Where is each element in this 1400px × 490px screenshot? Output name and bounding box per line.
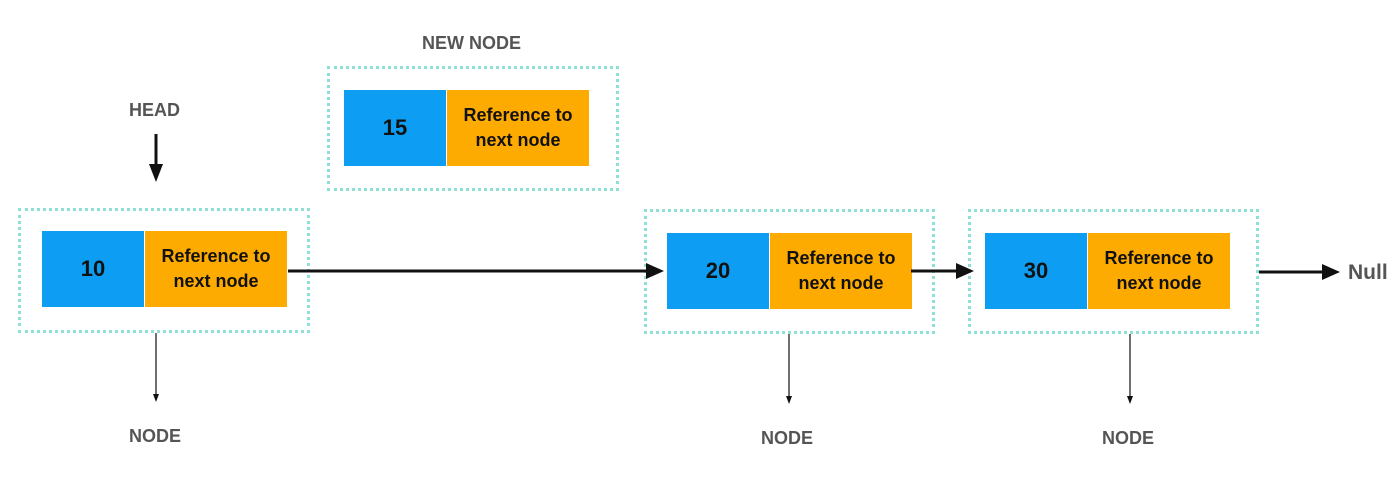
node-value: 20 — [667, 233, 769, 309]
node-label-20: NODE — [761, 428, 814, 448]
node-pointer-arrow-30 — [1127, 334, 1133, 404]
node-label-30: NODE — [1102, 428, 1155, 448]
node-pointer-arrow-20 — [786, 334, 792, 404]
new-node-label: NEW NODE — [422, 33, 521, 53]
node-label-10: NODE — [129, 426, 182, 446]
node-reference-text: Reference to next node — [786, 248, 896, 293]
node-pointer-arrow-10 — [153, 333, 159, 402]
null-label: Null — [1348, 261, 1388, 284]
node-reference-text: Reference to next node — [463, 105, 573, 150]
list-node-10: 10 Reference to next node — [42, 231, 287, 307]
node-value: 10 — [42, 231, 144, 307]
list-node-30: 30 Reference to next node — [985, 233, 1230, 309]
head-arrow — [149, 134, 163, 182]
node-reference: Reference to next node — [769, 233, 912, 309]
node-reference: Reference to next node — [1087, 233, 1230, 309]
head-label: HEAD — [129, 100, 181, 120]
node-reference-text: Reference to next node — [161, 246, 271, 291]
node-reference-text: Reference to next node — [1104, 248, 1214, 293]
new-node-frame — [327, 66, 619, 191]
node-value: 30 — [985, 233, 1087, 309]
next-arrow-30-to-null — [1259, 264, 1340, 280]
next-arrow-10-to-20 — [288, 263, 664, 279]
list-node-20: 20 Reference to next node — [667, 233, 912, 309]
new-node: 15 Reference to next node — [344, 90, 589, 166]
node-reference: Reference to next node — [446, 90, 589, 166]
node-value: 15 — [344, 90, 446, 166]
node-reference: Reference to next node — [144, 231, 287, 307]
next-arrow-20-to-30 — [911, 263, 974, 279]
